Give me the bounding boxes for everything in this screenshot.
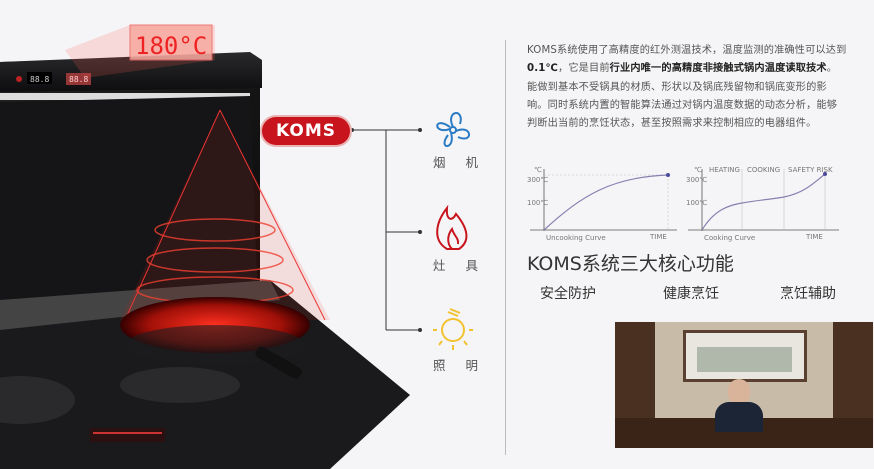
svg-text:100℃: 100℃	[527, 199, 548, 207]
svg-text:300℃: 300℃	[686, 176, 707, 184]
feature-safety: 安全防护	[540, 286, 596, 302]
divider	[505, 40, 506, 455]
chart-caption: Uncooking Curve	[546, 234, 606, 242]
tree-label-stove: 灶 具	[433, 258, 486, 273]
svg-text:℃: ℃	[534, 166, 542, 174]
cooking-curve-chart: ℃ 300℃ 100℃ HEATING COOKING SAFETY RISK …	[686, 166, 839, 242]
description-paragraph: KOMS系统使用了高精度的红外测温技术，温度监测的准确性可以达到0.1℃，它是目…	[527, 45, 847, 130]
svg-text:COOKING: COOKING	[747, 166, 780, 174]
tree-label-range-hood: 烟 机	[433, 155, 486, 170]
feature-healthy-cooking: 健康烹饪	[663, 286, 719, 302]
koms-badge: KOMS	[262, 117, 350, 145]
chart-caption: Cooking Curve	[704, 234, 755, 242]
panel-readout-red: 88.8	[69, 75, 88, 84]
presenter-video	[615, 322, 873, 448]
section-title: KOMS系统三大核心功能	[527, 253, 734, 275]
uncooking-curve-chart: ℃ 300℃ 100℃ Uncooking Curve TIME	[527, 166, 677, 242]
lightbulb-icon	[433, 308, 473, 350]
svg-text:SAFETY RISK: SAFETY RISK	[788, 166, 833, 174]
svg-text:℃: ℃	[694, 166, 702, 174]
svg-text:TIME: TIME	[805, 233, 823, 241]
tree-label-lighting: 照 明	[433, 358, 486, 373]
temperature-display: 180°C	[135, 32, 207, 60]
product-illustration: 180°C 88.8 88.8	[0, 24, 473, 469]
svg-text:300℃: 300℃	[527, 176, 548, 184]
svg-text:100℃: 100℃	[686, 199, 707, 207]
panel-readout: 88.8	[30, 75, 49, 84]
svg-text:TIME: TIME	[649, 233, 667, 241]
flame-icon	[436, 204, 468, 250]
feature-cooking-assist: 烹饪辅助	[780, 286, 836, 302]
svg-text:HEATING: HEATING	[709, 166, 740, 174]
fan-icon	[436, 112, 470, 147]
